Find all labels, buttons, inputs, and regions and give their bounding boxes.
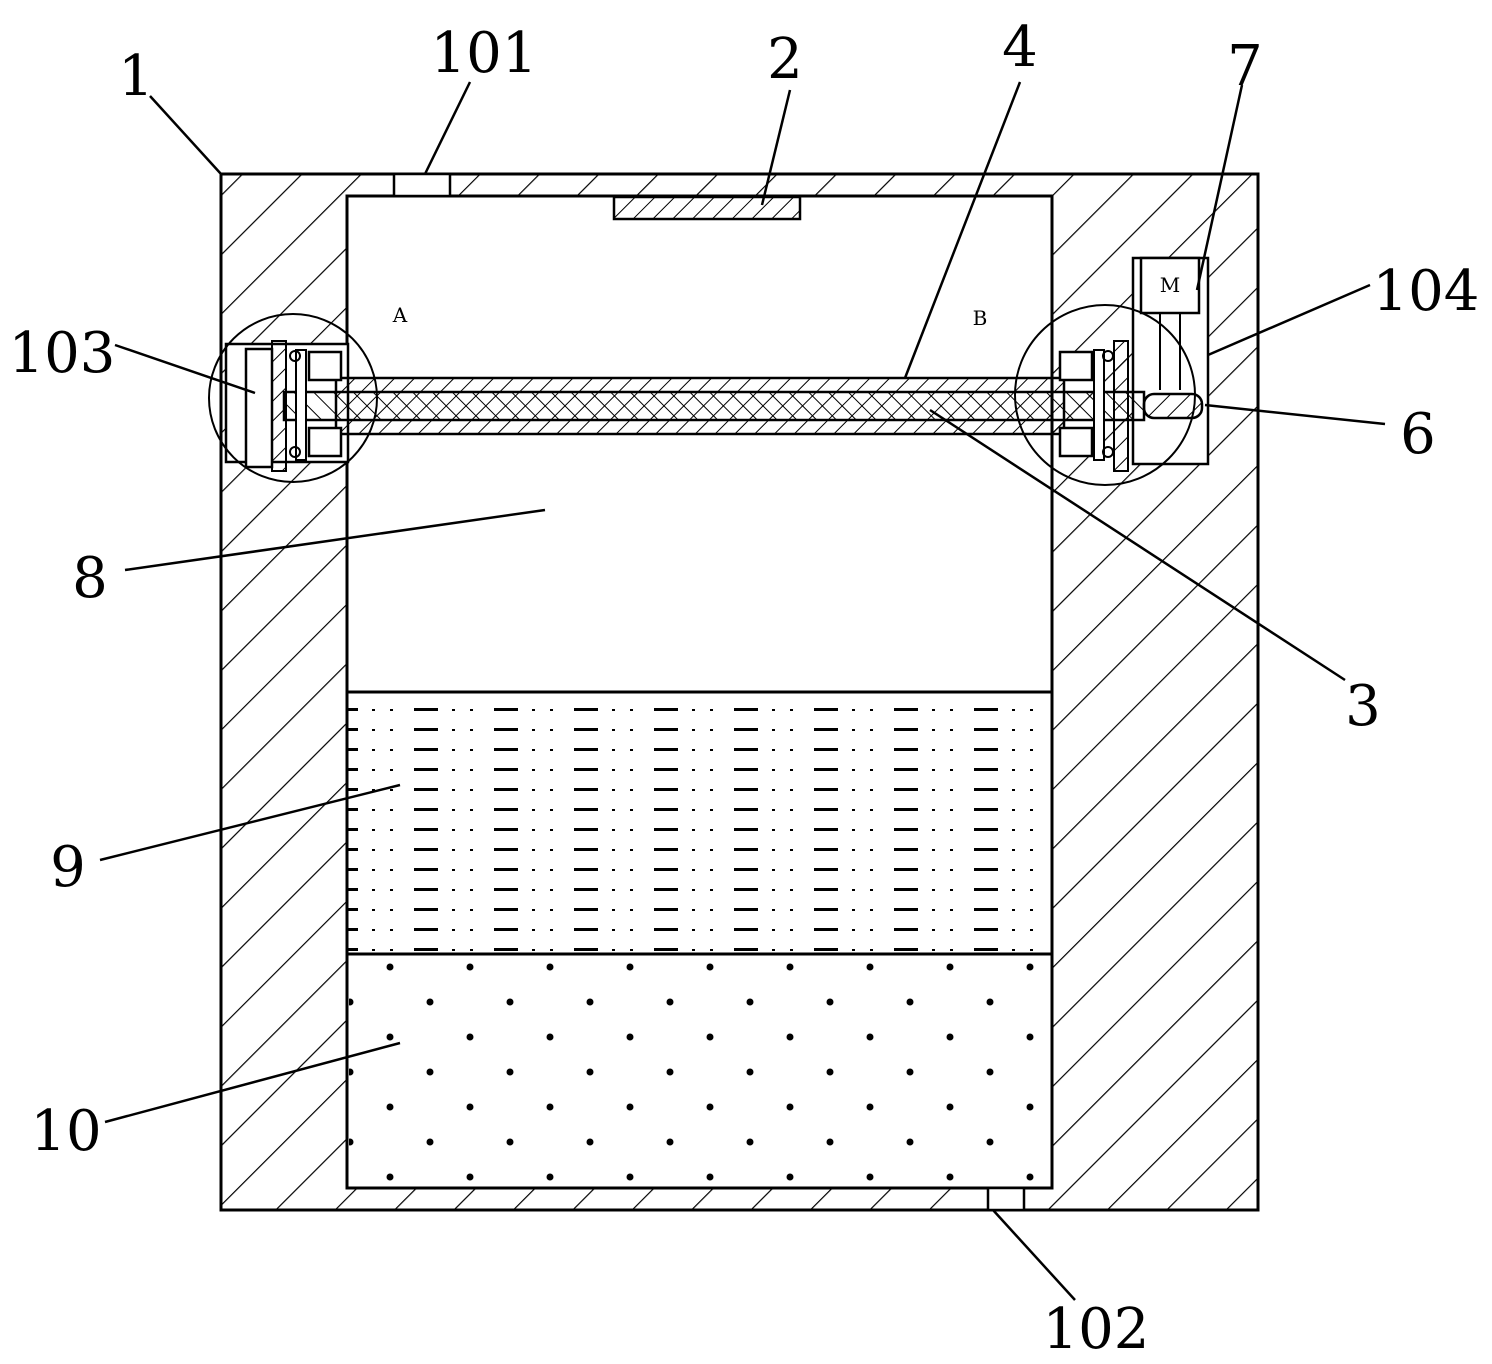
label-motor: 7 [1227, 34, 1263, 99]
label-left-mount: 103 [9, 321, 116, 386]
inlet-opening [392, 172, 452, 198]
detail-circle-b [1014, 304, 1196, 486]
label-right-mount: 104 [1373, 259, 1480, 324]
svg-text:M: M [1160, 273, 1180, 297]
top-plate [612, 195, 802, 221]
label-coupling: 6 [1400, 402, 1436, 467]
label-housing: 1 [118, 44, 154, 109]
right-bearing [1058, 340, 1129, 472]
label-shaft: 3 [1345, 674, 1381, 739]
detail-mark-a: A [392, 303, 408, 327]
left-bearing [244, 340, 343, 472]
bottom-layer [349, 956, 1050, 1186]
label-sleeve: 4 [1002, 15, 1038, 80]
coupling [1142, 392, 1204, 420]
leader-lines [99, 81, 1386, 1301]
middle-layer [347, 690, 1052, 956]
label-bottom-layer: 10 [30, 1099, 101, 1164]
label-inlet: 101 [431, 21, 538, 86]
label-chamber: 8 [72, 546, 108, 611]
detail-circle-a [208, 313, 378, 483]
label-top-plate: 2 [767, 27, 803, 92]
outlet-opening [986, 1186, 1026, 1212]
label-middle-layer: 9 [50, 835, 86, 900]
label-outlet: 102 [1043, 1297, 1150, 1362]
detail-mark-b: B [973, 306, 988, 330]
